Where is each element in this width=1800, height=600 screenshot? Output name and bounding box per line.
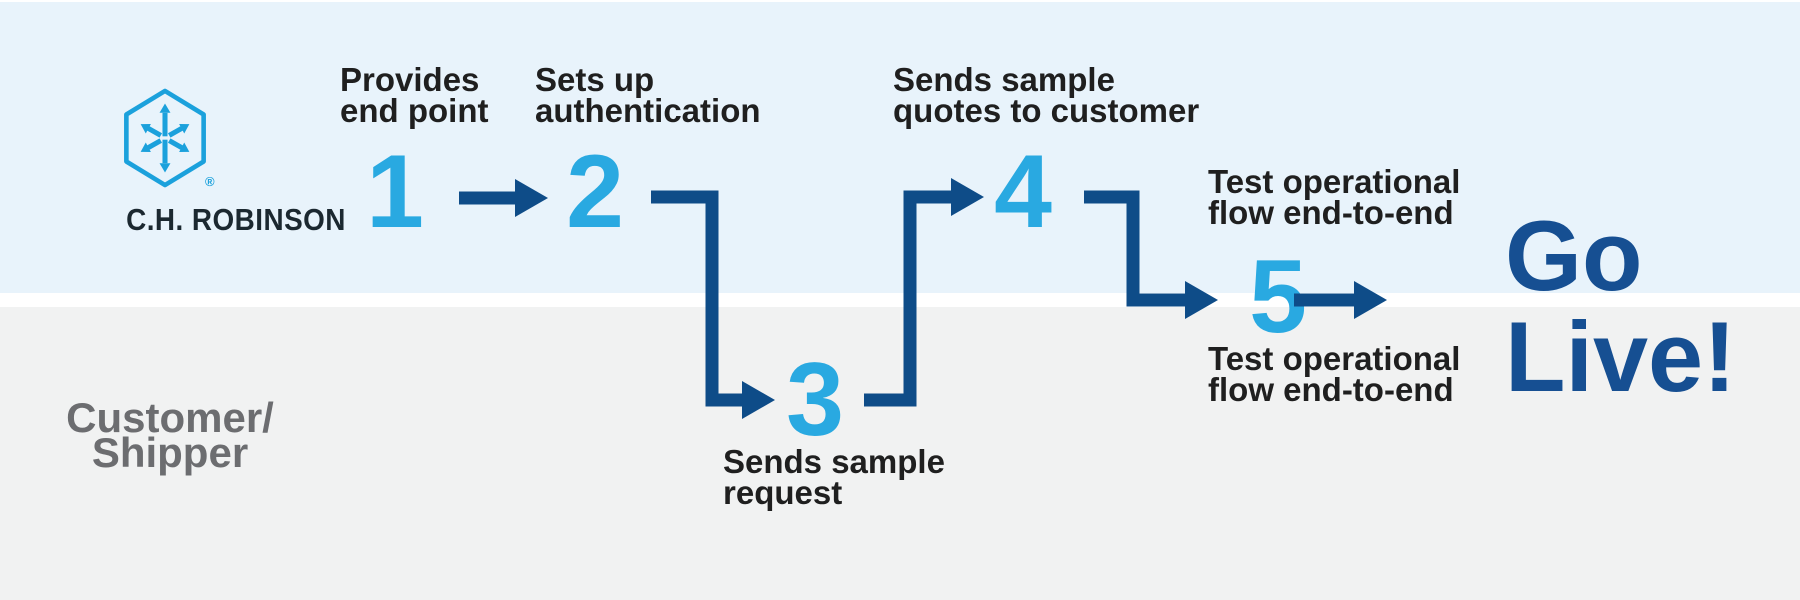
registered-trademark: ® [205, 174, 215, 189]
step-3-label: Sends sample request [723, 443, 945, 511]
step-3-number: 3 [786, 342, 844, 458]
step-2-label: Sets up authentication [535, 61, 761, 129]
step-5-label-bottom: Test operational flow end-to-end [1208, 340, 1461, 408]
step-1-label: Provides end point [340, 61, 489, 129]
hexagon-arrows-icon [124, 88, 206, 188]
go-live-text: Go Live! [1505, 200, 1737, 412]
step-4-label: Sends sample quotes to customer [893, 61, 1200, 129]
step-4-number: 4 [994, 134, 1052, 250]
step-5-label-top: Test operational flow end-to-end [1208, 163, 1461, 231]
logo-wordmark: C.H. ROBINSON [126, 202, 346, 237]
step-1-number: 1 [366, 134, 424, 250]
step-5-number: 5 [1249, 239, 1307, 355]
step-2-number: 2 [566, 134, 624, 250]
customer-shipper-label: Customer/ Shipper [66, 394, 274, 476]
